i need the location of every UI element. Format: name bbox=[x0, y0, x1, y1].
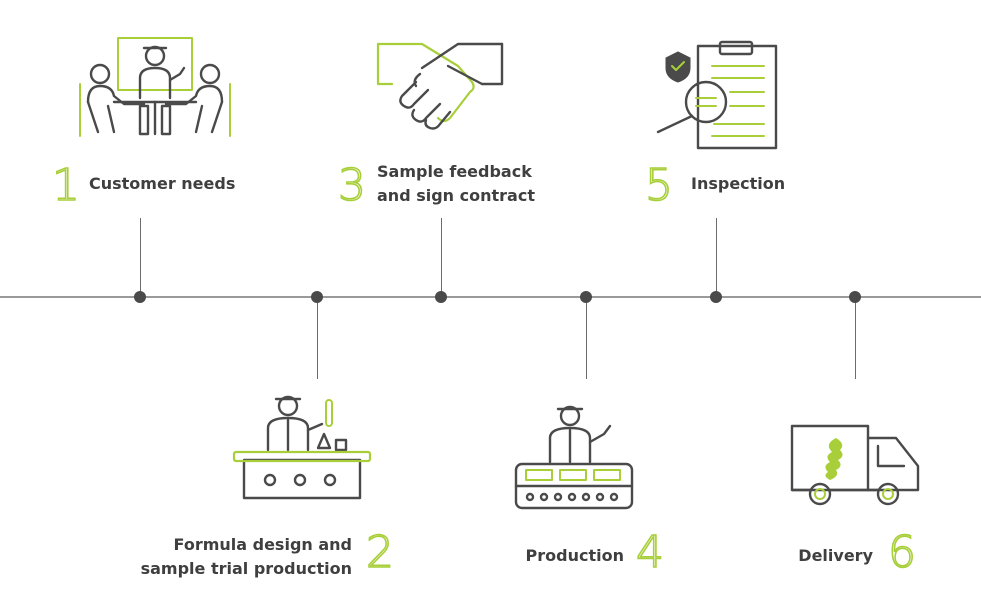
step-6-marker bbox=[849, 291, 861, 303]
step-6-connector bbox=[855, 297, 856, 379]
step-4-label: Production bbox=[525, 546, 624, 565]
handshake-icon bbox=[376, 42, 504, 130]
production-line-icon bbox=[514, 405, 634, 510]
step-3-number: 3 bbox=[337, 160, 367, 211]
step-5-marker bbox=[710, 291, 722, 303]
step-2-number: 2 bbox=[365, 527, 395, 578]
step-4-number: 4 bbox=[635, 527, 665, 578]
delivery-truck-icon bbox=[790, 424, 920, 506]
step-3-marker bbox=[435, 291, 447, 303]
step-6-number: 6 bbox=[887, 527, 917, 578]
step-2-connector bbox=[317, 297, 318, 379]
step-1-number: 1 bbox=[51, 160, 81, 211]
step-3-label: Sample feedback and sign contract bbox=[377, 162, 535, 205]
step-2-marker bbox=[311, 291, 323, 303]
step-2-label: Formula design and sample trial producti… bbox=[140, 535, 352, 578]
step-4-marker bbox=[580, 291, 592, 303]
step-1-marker bbox=[134, 291, 146, 303]
step-4-connector bbox=[586, 297, 587, 379]
step-5-number: 5 bbox=[644, 160, 674, 211]
meeting-icon bbox=[79, 37, 231, 137]
timeline-axis bbox=[0, 296, 981, 298]
step-1-connector bbox=[140, 218, 141, 298]
inspection-icon bbox=[656, 40, 778, 150]
step-3-connector bbox=[441, 218, 442, 298]
step-5-connector bbox=[716, 218, 717, 298]
step-5-label: Inspection bbox=[691, 174, 786, 193]
step-6-label: Delivery bbox=[798, 546, 873, 565]
lab-worker-icon bbox=[232, 395, 372, 500]
step-1-label: Customer needs bbox=[89, 174, 236, 193]
